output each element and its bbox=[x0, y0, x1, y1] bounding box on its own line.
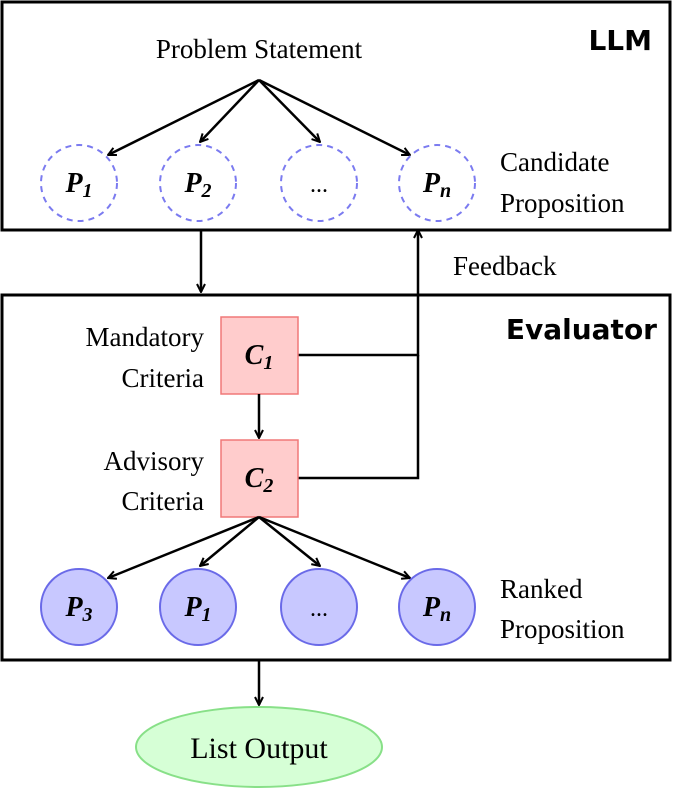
arrow-to-p2 bbox=[200, 79, 260, 142]
ranked-node: ... bbox=[280, 568, 358, 646]
feedback-line-c2 bbox=[298, 355, 420, 480]
advisory-label-line2: Criteria bbox=[122, 486, 204, 516]
svg-text:P1: P1 bbox=[64, 168, 92, 202]
candidate-label-line2: Proposition bbox=[500, 188, 625, 218]
svg-text:...: ... bbox=[310, 596, 328, 622]
arrow-to-ranked-2 bbox=[200, 516, 260, 566]
advisory-label-line1: Advisory bbox=[104, 446, 205, 476]
ranked-node: P1 bbox=[159, 568, 237, 646]
svg-text:P2: P2 bbox=[183, 168, 211, 202]
ranked-node: P3 bbox=[40, 568, 118, 646]
arrow-to-ranked-3 bbox=[258, 516, 320, 566]
ranked-label-line2: Proposition bbox=[500, 614, 625, 644]
svg-text:Pn: Pn bbox=[422, 168, 451, 202]
evaluator-label: Evaluator bbox=[506, 313, 657, 346]
feedback-path bbox=[298, 230, 420, 480]
candidate-node: ... bbox=[280, 144, 358, 222]
candidate-node: P1 bbox=[40, 144, 118, 222]
arrow-to-ellipsis bbox=[258, 79, 320, 142]
feedback-label: Feedback bbox=[453, 251, 557, 281]
criteria-c1: C1 bbox=[220, 316, 299, 395]
llm-label: LLM bbox=[588, 24, 652, 57]
svg-text:P1: P1 bbox=[183, 592, 211, 626]
arrow-to-pn bbox=[258, 78, 410, 157]
svg-text:Pn: Pn bbox=[422, 592, 451, 626]
list-output-label: List Output bbox=[190, 732, 328, 765]
evaluator-box bbox=[0, 293, 672, 662]
mandatory-label-line2: Criteria bbox=[122, 363, 204, 393]
criteria-c2: C2 bbox=[220, 439, 299, 518]
mandatory-label-line1: Mandatory bbox=[86, 322, 205, 352]
candidate-node: Pn bbox=[398, 144, 476, 222]
ranked-label-line1: Ranked bbox=[500, 574, 583, 604]
feedback-arrow-c1 bbox=[298, 230, 418, 357]
list-output-node bbox=[135, 706, 383, 788]
ranked-fanout-arrows bbox=[108, 515, 410, 578]
candidate-node: P2 bbox=[159, 144, 237, 222]
arrow-to-ranked-1 bbox=[108, 515, 260, 578]
svg-text:...: ... bbox=[310, 172, 328, 198]
ranked-node: Pn bbox=[398, 568, 476, 646]
arrow-to-ranked-4 bbox=[258, 515, 410, 578]
svg-text:P3: P3 bbox=[64, 592, 92, 626]
arrow-to-p1 bbox=[108, 78, 260, 157]
problem-fanout-arrows bbox=[108, 78, 410, 157]
svg-text:C1: C1 bbox=[245, 340, 274, 374]
candidate-nodes: P1 P2 ... Pn bbox=[40, 144, 476, 222]
ranked-nodes: P3 P1 ... Pn bbox=[40, 568, 476, 646]
candidate-label-line1: Candidate bbox=[500, 147, 609, 177]
svg-text:C2: C2 bbox=[245, 463, 274, 497]
problem-statement: Problem Statement bbox=[156, 34, 363, 64]
llm-box bbox=[0, 0, 672, 232]
